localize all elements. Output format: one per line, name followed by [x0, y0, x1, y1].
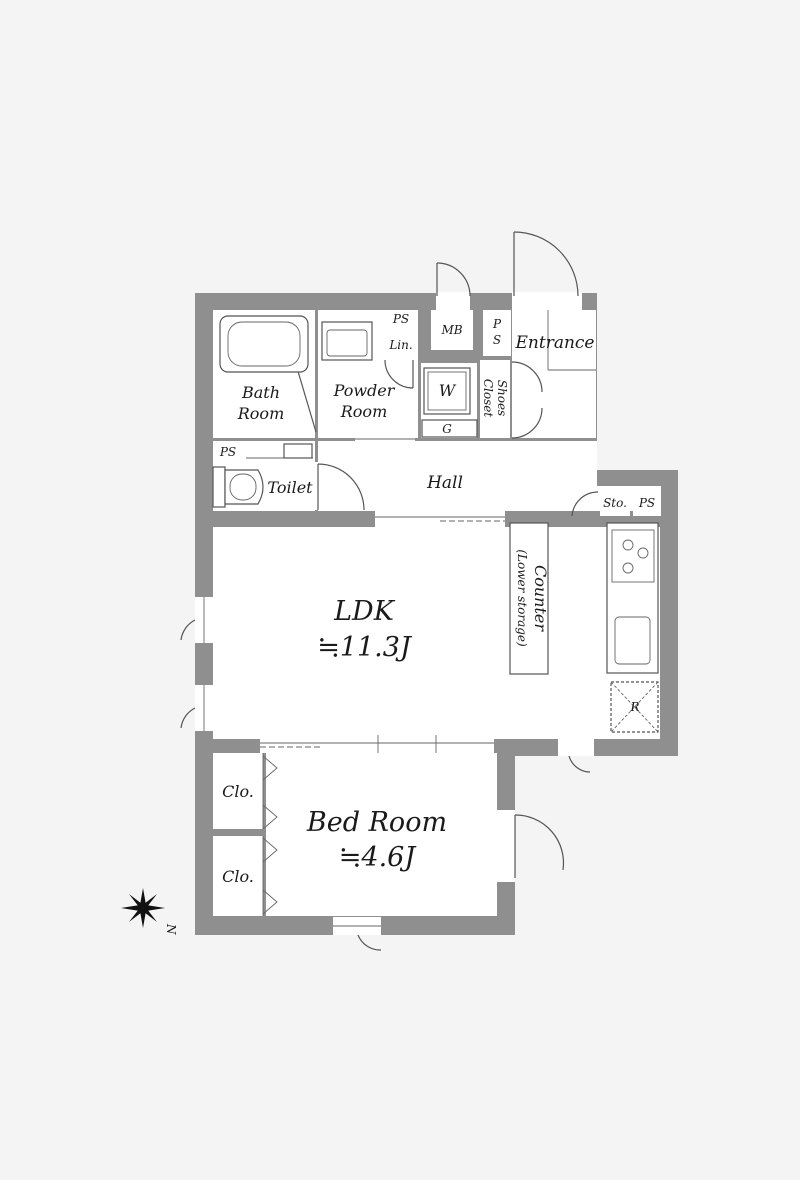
washer: [423, 367, 471, 415]
counter-label-1: Counter: [531, 565, 550, 632]
hall-label: Hall: [426, 473, 463, 493]
shoes-closet: [480, 360, 510, 438]
room-labels: Bath Room Powder Room Entrance Shoes Clo…: [222, 333, 594, 886]
toilet-bowl: [224, 469, 264, 505]
ps-right-label: PS: [638, 496, 655, 510]
ps-left-label: PS: [219, 445, 236, 459]
bed-room: [266, 753, 497, 916]
mb-label: MB: [440, 323, 462, 337]
powder-label-1: Powder: [333, 381, 396, 400]
toilet-label: Toilet: [267, 478, 313, 497]
ldk-area-label: ≒11.3J: [317, 632, 413, 663]
storage-label: Sto.: [603, 496, 627, 510]
washer-label: W: [439, 381, 457, 400]
shoes-closet-label-1: Shoes: [495, 380, 509, 416]
fridge-label: R: [629, 700, 639, 714]
bath-label-1: Bath: [241, 383, 280, 402]
compass-icon: N: [121, 888, 178, 935]
closet-upper: [213, 753, 263, 829]
sink: [321, 321, 373, 361]
counter: [509, 522, 549, 675]
ps-right-cell: [633, 486, 661, 516]
mb-cell: [431, 310, 473, 350]
ps-shaft-s-label: S: [493, 333, 501, 347]
ps-shaft-p-label: P: [492, 317, 502, 331]
bath-label-2: Room: [237, 404, 284, 423]
lin-label: Lin.: [388, 338, 412, 352]
compass-north-label: N: [164, 923, 178, 935]
counter-label-2: (Lower storage): [515, 549, 529, 647]
openings: [180, 231, 599, 951]
gas-label: G: [442, 422, 452, 436]
hall: [318, 441, 597, 511]
entrance-label: Entrance: [515, 333, 595, 353]
closet-lower: [213, 836, 263, 916]
fixtures: [212, 315, 659, 916]
storage-cell: [600, 486, 630, 516]
ldk-room: [213, 527, 660, 739]
gas-cell: [421, 419, 478, 438]
powder-label-2: Room: [340, 402, 387, 421]
bathtub: [219, 315, 309, 373]
bedroom-label: Bed Room: [306, 807, 447, 838]
room-floors: [213, 310, 661, 916]
ps-top-label: PS: [392, 312, 409, 326]
ps-shaft-cell: [483, 310, 511, 356]
ps-cell: [385, 310, 418, 328]
lin-cell: [385, 331, 418, 357]
entrance: [512, 310, 596, 438]
small-labels: PS Lin. MB P S W G PS Sto. PS R: [219, 312, 655, 714]
ldk-label: LDK: [333, 596, 396, 627]
closet-label-1: Clo.: [222, 782, 254, 801]
kitchen-sink: [614, 616, 651, 665]
closet-label-2: Clo.: [222, 867, 254, 886]
shoes-closet-label-2: Closet: [481, 379, 495, 418]
bedroom-area-label: ≒4.6J: [339, 842, 418, 873]
toilet-tank: [212, 466, 226, 508]
